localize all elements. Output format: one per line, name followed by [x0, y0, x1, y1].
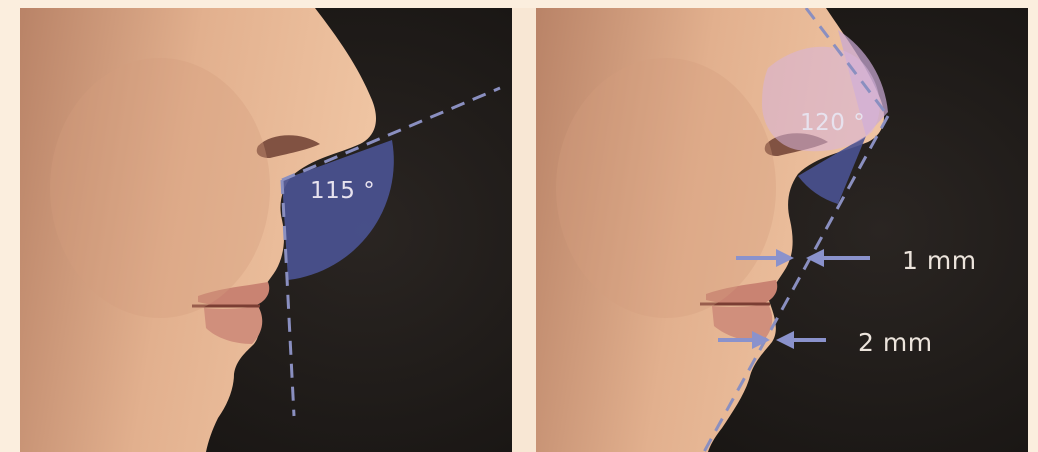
profile-after-illustration: [536, 8, 1028, 452]
panel-divider: [512, 8, 536, 452]
angle-115-label: 115 °: [310, 178, 375, 204]
upper-lip-distance-label: 1 mm: [902, 246, 977, 275]
lower-lip-distance-label: 2 mm: [858, 328, 933, 357]
cheek-shading: [50, 58, 270, 318]
cheek-shading: [556, 58, 776, 318]
profile-before-illustration: [20, 8, 512, 452]
profile-after-panel: 120 ° 1 mm 2 mm: [536, 8, 1028, 452]
angle-120-label: 120 °: [800, 110, 865, 136]
profile-before-panel: 115 °: [20, 8, 512, 452]
